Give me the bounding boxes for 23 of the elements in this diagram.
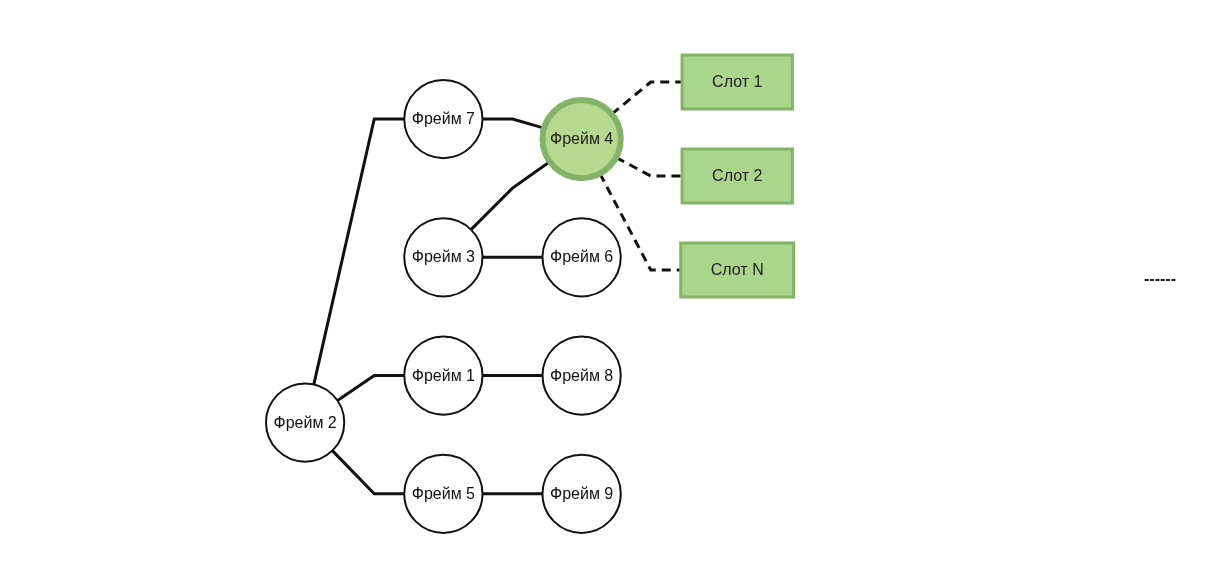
connector	[470, 160, 551, 231]
connector	[482, 373, 543, 377]
ellipsis-text: ------	[1144, 270, 1176, 288]
connector	[611, 80, 683, 115]
connector	[482, 255, 543, 259]
node-circle: Фрейм 6	[541, 216, 622, 297]
node-circle: Фрейм 9	[541, 453, 622, 534]
node-box: Слот N	[679, 241, 796, 299]
node-circle: Фрейм 1	[403, 334, 484, 416]
node-circle: Фрейм 7	[403, 78, 484, 159]
connector	[336, 373, 405, 402]
node-circle: Фрейм 4	[539, 96, 624, 181]
connector	[312, 117, 405, 385]
node-circle: Фрейм 3	[403, 216, 484, 297]
connector	[615, 155, 683, 178]
node-circle: Фрейм 8	[541, 334, 622, 416]
connector	[331, 449, 405, 495]
node-circle: Фрейм 5	[403, 453, 484, 534]
node-box: Слот 1	[680, 53, 794, 111]
node-circle: Фрейм 2	[265, 381, 346, 463]
node-box: Слот 2	[680, 147, 794, 205]
connector	[598, 172, 681, 272]
connector	[482, 491, 543, 495]
